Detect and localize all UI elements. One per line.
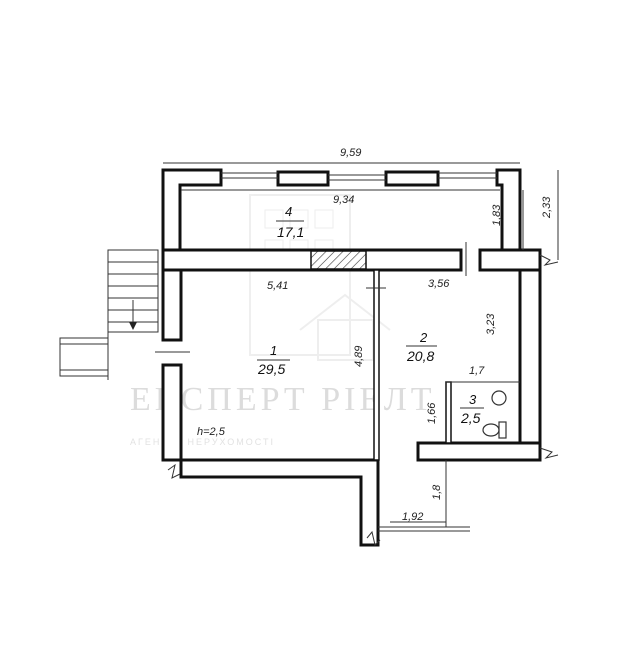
balcony-pier-2 [384,170,440,187]
dim-corridor-length: 1,8 [431,484,443,500]
room-4-area: 17,1 [277,224,304,240]
dim-balcony-depth: 1,83 [491,204,503,226]
room1-left-wall-upper [161,268,183,342]
room-3-number: 3 [469,392,477,407]
stair-arrow-icon [129,322,137,330]
sink-icon [491,390,507,406]
watermark-tagline: АГЕНЦІЯ НЕРУХОМОСТІ [130,437,275,447]
bathroom-partition [445,381,452,444]
room-4-number: 4 [285,204,292,219]
dim-bath-depth: 1,66 [426,402,438,424]
room-3-area: 2,5 [460,410,481,426]
room-1-number: 1 [270,343,277,358]
room-3-label: 3 2,5 [460,392,484,426]
dim-balcony-outer-depth: 2,33 [541,196,553,219]
dim-room1-width: 5,41 [267,280,288,292]
balcony-left-wall [161,168,223,252]
room-4-label: 4 17,1 [276,204,304,240]
room-2-number: 2 [419,330,428,345]
dim-bath-width: 1,7 [469,365,485,377]
room1-left-wall-lower [161,363,183,462]
partition-wall-right [478,248,542,272]
staircase [59,249,159,380]
toilet-icon [482,423,500,437]
dim-inner-width: 9,34 [333,194,354,206]
room2-right-wall [518,268,542,462]
balcony [161,168,522,252]
room1-room2-partition [373,269,380,461]
room-2-area: 20,8 [406,348,434,364]
hatched-column [310,250,367,270]
room-2-label: 2 20,8 [406,330,437,364]
room-1-label: 1 29,5 [257,343,290,377]
room2-bottom-wall [416,441,542,462]
dim-corridor-width: 1,92 [402,511,423,523]
balcony-pier-1 [276,170,330,187]
room-1-area: 29,5 [257,361,285,377]
dim-room2-depth: 3,23 [485,313,497,335]
dim-outer-width: 9,59 [340,147,361,159]
dim-room2-width: 3,56 [428,278,450,290]
dim-room1-depth: 4,89 [353,346,365,367]
room1-bottom-wall [179,458,380,547]
ceiling-height: h=2,5 [197,426,226,438]
watermark-house-icon [249,194,391,361]
